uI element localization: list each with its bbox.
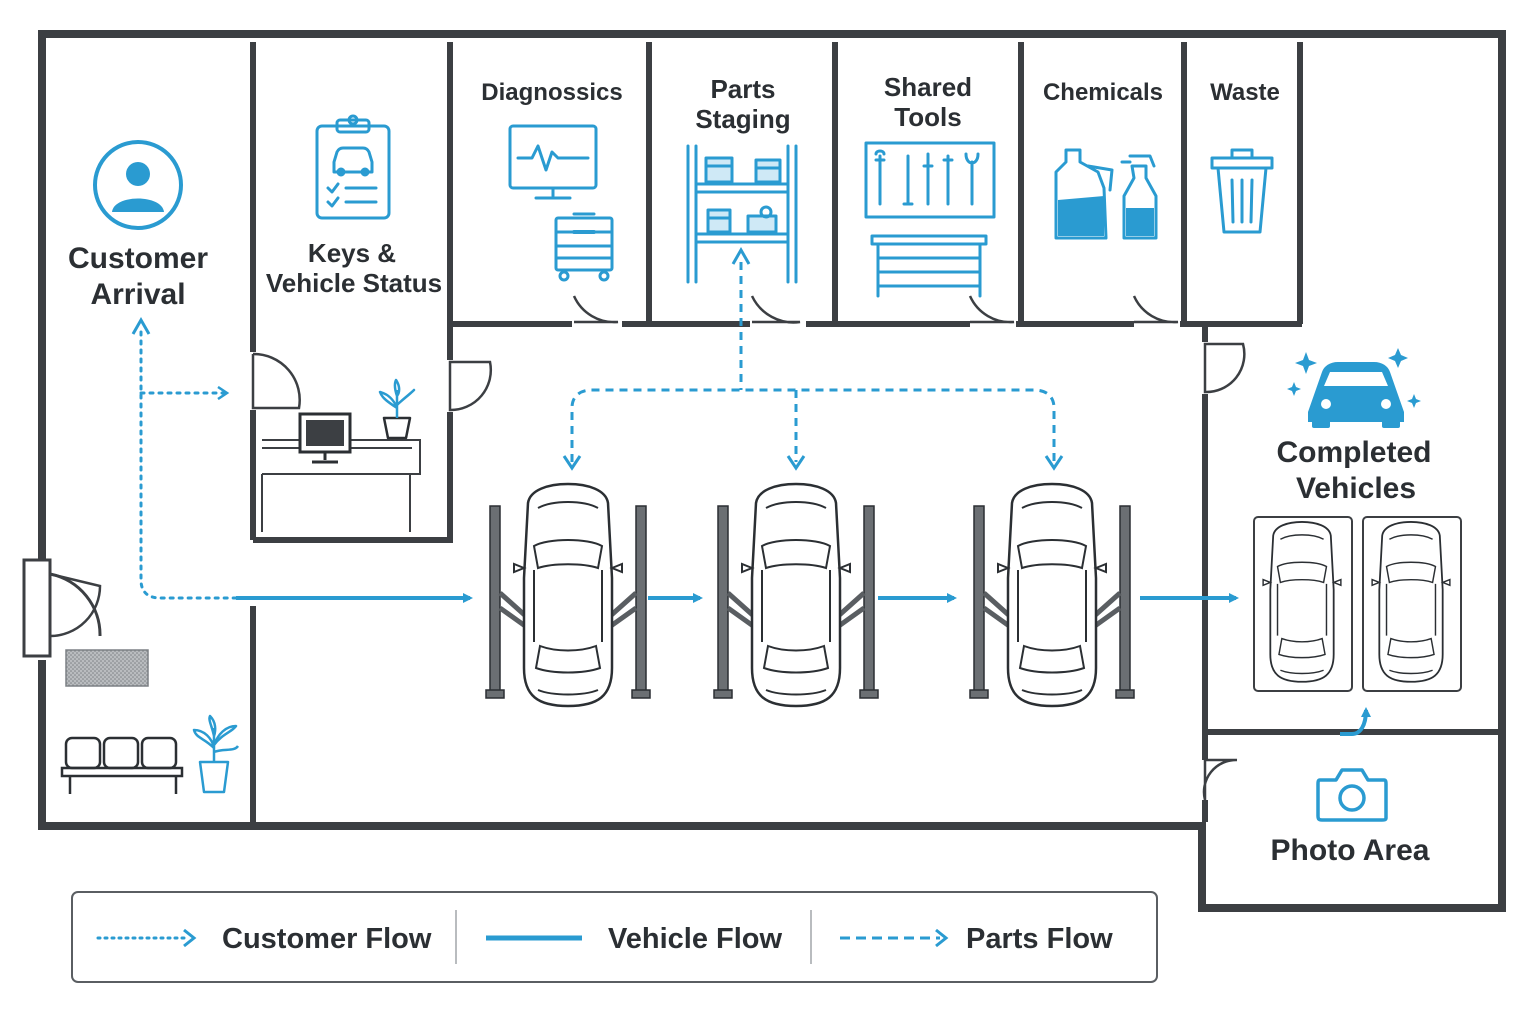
diagnostics-label: Diagnossics [481, 79, 622, 106]
parked-car-1 [1262, 521, 1342, 683]
legend: Customer Flow Vehicle Flow Parts Flow [71, 891, 1158, 983]
plant-icon [192, 714, 240, 794]
legend-parts-flow-label: Parts Flow [966, 923, 1113, 955]
shared-tools-line1: Shared [884, 72, 972, 102]
shelving-icon [686, 144, 798, 284]
legend-vehicle-flow: Vehicle Flow [486, 923, 782, 955]
parts-staging-line1: Parts [710, 74, 775, 104]
workbench-icon [870, 234, 988, 298]
parked-car-2 [1371, 521, 1451, 683]
customer-arrival-line2: Arrival [90, 278, 185, 311]
computer-monitor-icon [298, 412, 352, 464]
parking-spot-1 [1253, 516, 1353, 692]
chemical-bottles-icon [1054, 148, 1158, 240]
vehicle-flow-path [236, 593, 1371, 736]
service-bay-2 [714, 482, 878, 708]
legend-customer-flow-label: Customer Flow [222, 923, 432, 955]
legend-customer-flow: Customer Flow [96, 923, 432, 955]
parts-flow-path [570, 262, 1056, 462]
user-circle-icon [93, 140, 183, 230]
parts-staging-room: Parts Staging [686, 74, 798, 284]
camera-icon [1316, 768, 1388, 822]
completed-vehicles-zone: Completed Vehicles [1253, 348, 1462, 692]
customer-flow-path [139, 330, 238, 600]
chemicals-label: Chemicals [1043, 79, 1163, 106]
customer-arrival-zone: Customer Arrival [60, 140, 240, 794]
shared-tools-room: Shared Tools [864, 72, 996, 298]
waste-label: Waste [1210, 79, 1280, 106]
service-bay-3 [970, 482, 1134, 708]
tool-board-icon [864, 141, 996, 219]
trash-bin-icon [1210, 148, 1274, 234]
parking-spot-2 [1362, 516, 1462, 692]
desk-plant-icon [378, 378, 416, 440]
clipboard-car-icon [315, 114, 391, 220]
entrance-mat [65, 649, 149, 687]
service-desk [261, 439, 421, 532]
customer-flow-arrowhead-up [131, 316, 151, 335]
customer-arrival-line1: Customer [68, 242, 208, 275]
waste-room: Waste [1210, 79, 1280, 234]
photo-area-label: Photo Area [1271, 834, 1430, 867]
shared-tools-line2: Tools [894, 102, 961, 132]
parts-staging-line2: Staging [695, 104, 790, 134]
diagnostics-room: Diagnossics [481, 79, 623, 282]
monitor-heartbeat-icon [508, 124, 598, 200]
keys-status-room: Keys & Vehicle Status [261, 114, 442, 532]
doors [22, 295, 1246, 801]
completed-line2: Vehicles [1296, 472, 1416, 505]
legend-vehicle-flow-label: Vehicle Flow [608, 923, 782, 955]
legend-parts-flow: Parts Flow [840, 923, 1113, 955]
tool-cart-icon [554, 212, 614, 282]
keys-status-line2: Vehicle Status [266, 268, 442, 298]
keys-status-line1: Keys & [308, 238, 396, 268]
waiting-chairs-icon [60, 736, 184, 794]
service-bay-1 [486, 482, 650, 708]
parts-flow-arrowheads [562, 246, 1064, 471]
sparkling-car-icon [1287, 348, 1421, 428]
completed-line1: Completed [1276, 436, 1431, 469]
photo-area-zone: Photo Area [1271, 768, 1430, 867]
chemicals-room: Chemicals [1043, 79, 1163, 240]
